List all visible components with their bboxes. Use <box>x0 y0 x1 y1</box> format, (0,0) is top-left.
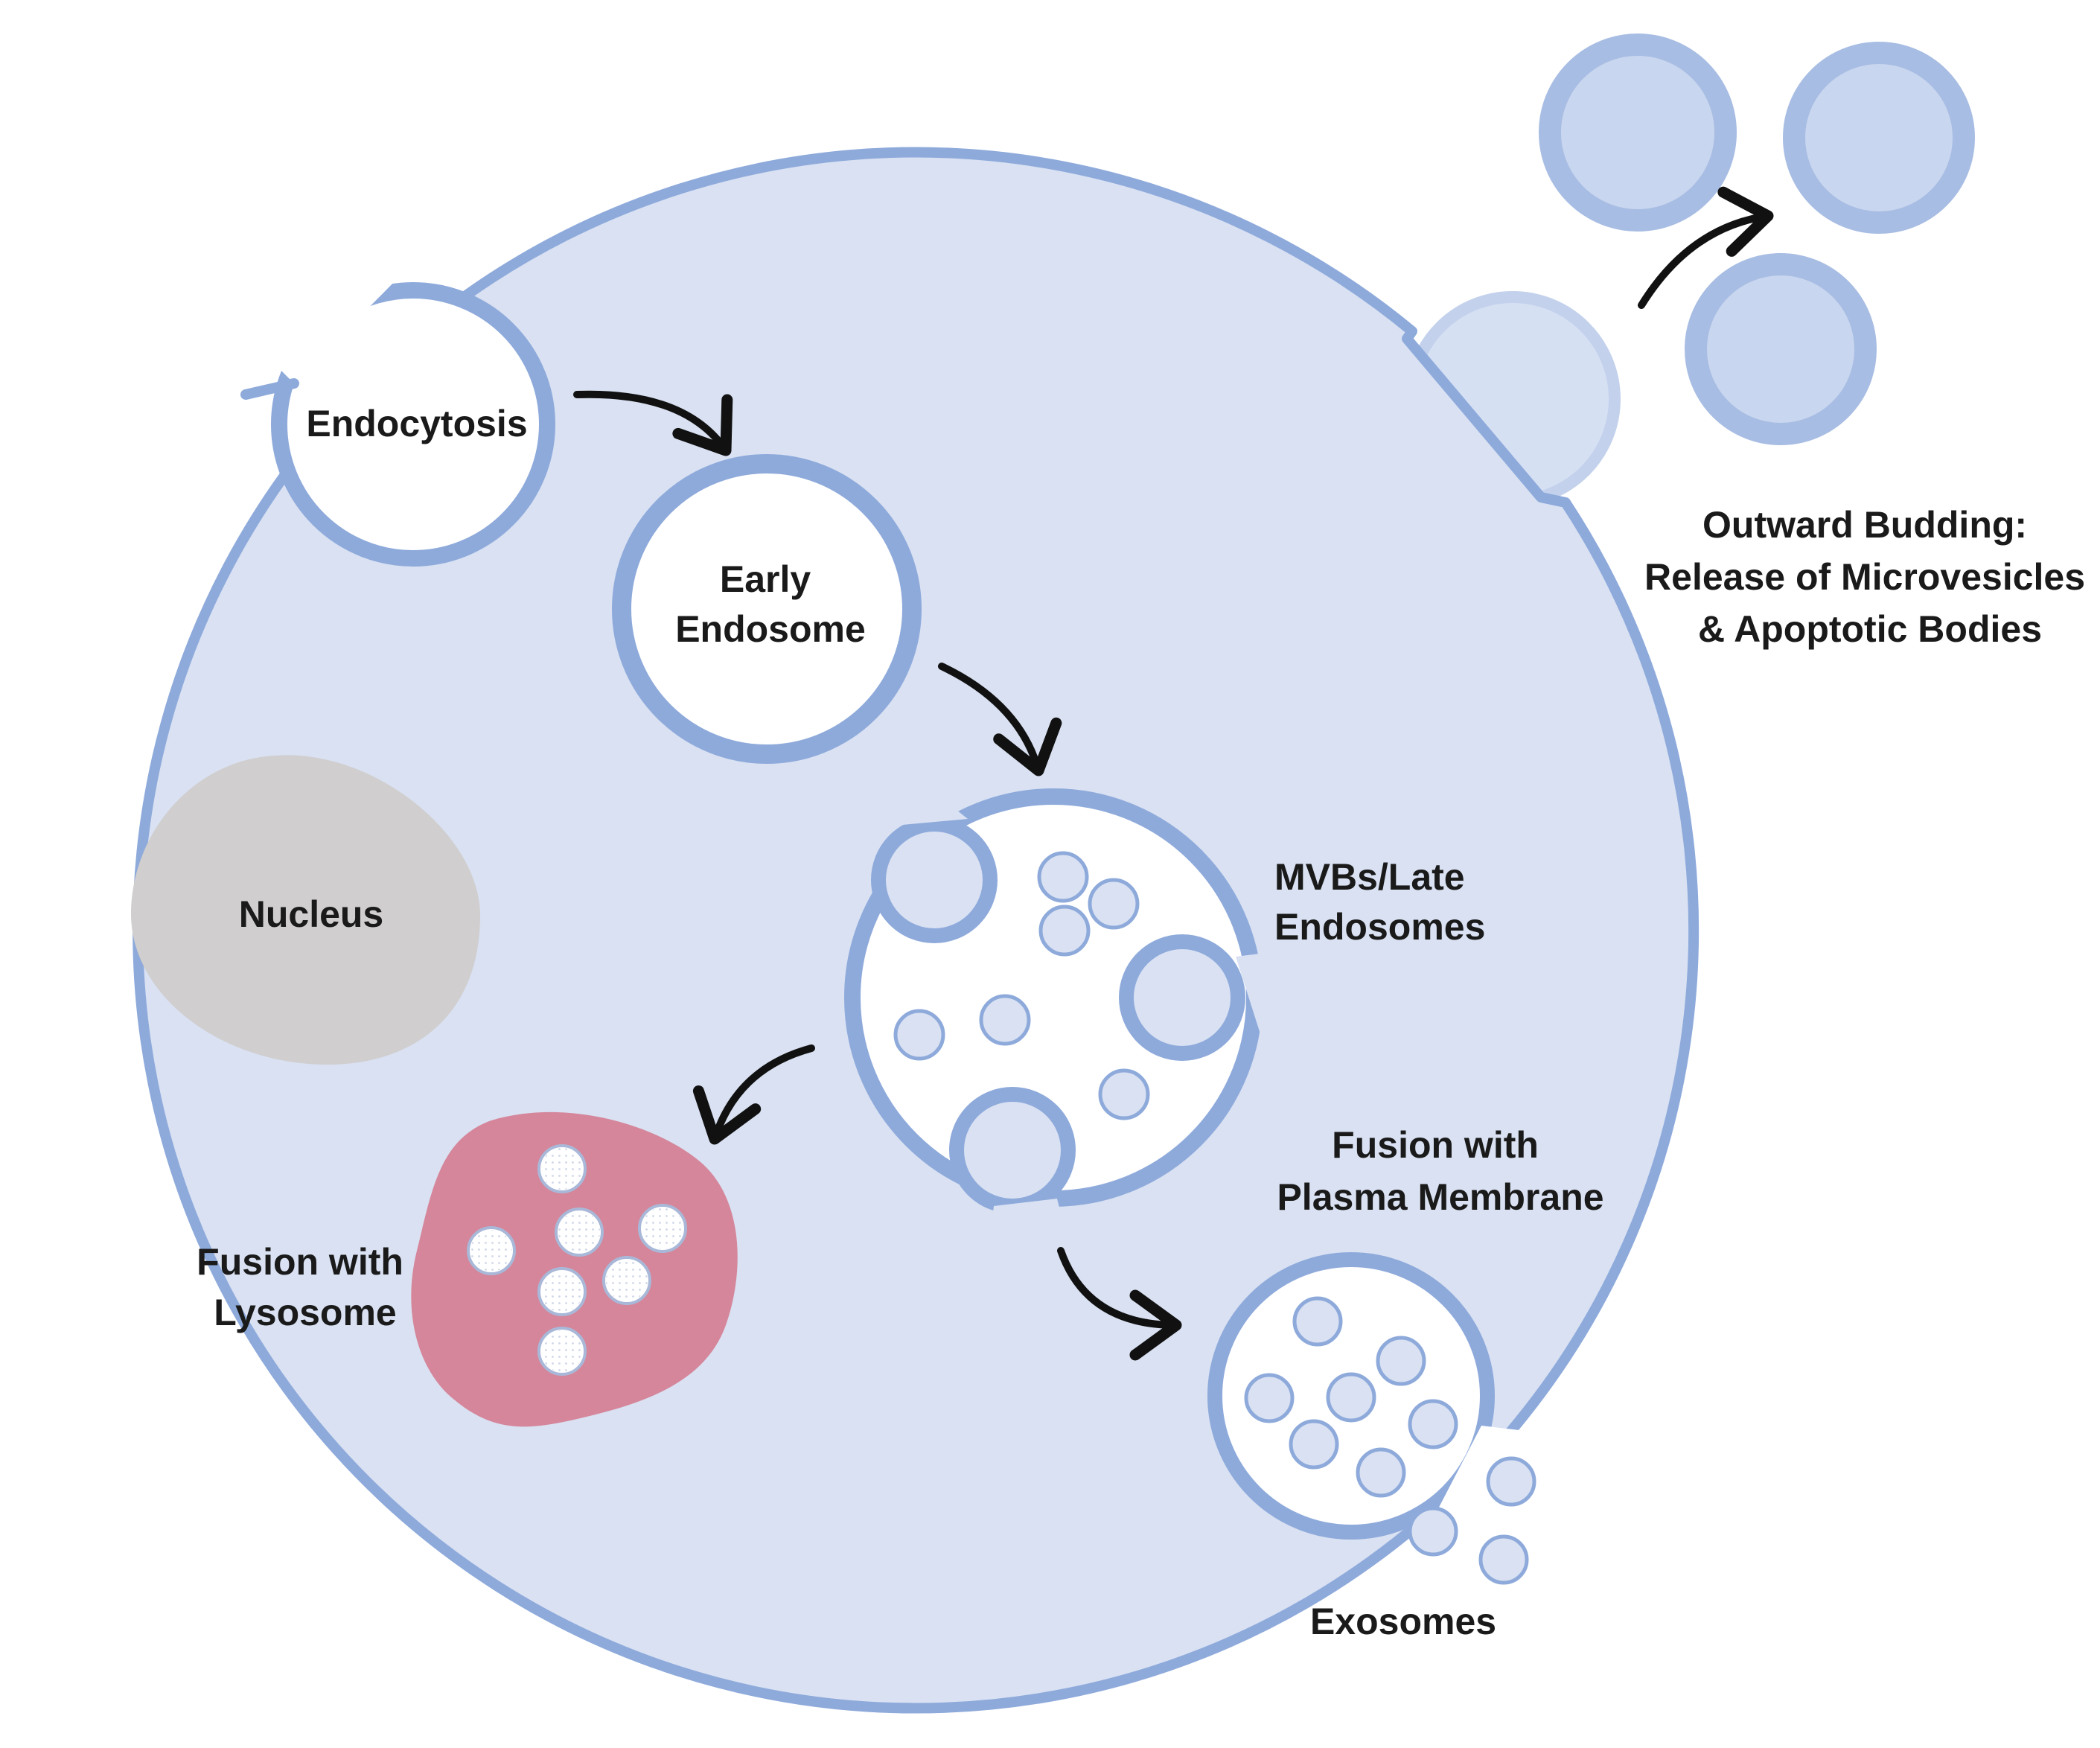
vesicle-texture <box>541 1271 583 1312</box>
mvb-label-line2: Endosomes <box>1274 906 1485 948</box>
intraluminal-vesicle <box>1037 851 1089 903</box>
early-endosome-label: Early Endosome <box>675 558 866 650</box>
intraluminal-vesicles <box>893 851 1150 1120</box>
exosome <box>1356 1447 1406 1498</box>
outward-budding-label-line1: Outward Budding: <box>1702 504 2027 546</box>
early-endosome-label-line2: Endosome <box>675 608 866 650</box>
vesicle-texture <box>558 1211 600 1253</box>
plasma-membrane-fusion <box>1207 1252 1638 1585</box>
mvb-invagination <box>871 817 998 943</box>
lysosome-body <box>411 1111 738 1427</box>
arrow-outward-budding <box>1638 186 1774 309</box>
intraluminal-vesicle <box>893 1009 945 1061</box>
mvb-invagination-gap <box>864 789 968 826</box>
fusion-opening <box>1433 1426 1638 1578</box>
intraluminal-vesicle <box>1098 1068 1150 1120</box>
lysosome-label: Fusion with Lysosome <box>197 1241 414 1333</box>
exosome-vesicles <box>1244 1296 1536 1585</box>
exosome <box>1408 1399 1458 1449</box>
microvesicle <box>1685 253 1877 445</box>
mvb-invagination <box>949 1087 1076 1213</box>
early-endosome-label-line1: Early <box>720 558 811 600</box>
exosome <box>1289 1419 1339 1470</box>
exosomes-label: Exosomes <box>1310 1601 1496 1642</box>
endocytosis-label: Endocytosis <box>306 403 527 444</box>
microvesicle <box>1783 42 1975 234</box>
diagram-labels: Endocytosis Early Endosome Nucleus MVBs/… <box>197 403 2096 1642</box>
intraluminal-vesicle <box>1088 878 1140 930</box>
nucleus <box>130 755 480 1065</box>
exosome <box>1408 1506 1458 1557</box>
microvesicle <box>1539 34 1737 232</box>
mvb-label: MVBs/Late Endosomes <box>1274 856 1485 948</box>
exosome <box>1292 1296 1343 1347</box>
endocytosis-opening <box>223 223 402 383</box>
vesicle-texture <box>642 1208 683 1249</box>
mvb-invagination-gap <box>1236 953 1280 1039</box>
outward-budding-label-line3: & Apoptotic Bodies <box>1698 608 2042 650</box>
pathway-arrows <box>573 186 1774 1361</box>
vesicle-texture <box>541 1148 583 1190</box>
early-endosome <box>612 454 922 764</box>
mvb-label-line1: MVBs/Late <box>1274 856 1465 898</box>
lysosome <box>411 1111 738 1427</box>
exosome <box>1486 1456 1536 1507</box>
outward-budding-label-line2: Release of Microvesicles <box>1644 556 2085 598</box>
mvb-invagination <box>1119 934 1245 1061</box>
lysosome-label-line2: Lysosome <box>214 1292 396 1333</box>
endocytosis-lip <box>240 378 299 400</box>
arrow-mvb-to-plasma-membrane <box>1057 1247 1182 1361</box>
released-microvesicles <box>1539 34 1975 445</box>
multivesicular-body <box>844 788 1280 1236</box>
plasma-fusion-label-line2: Plasma Membrane <box>1277 1176 1603 1218</box>
intraluminal-vesicle <box>1038 905 1091 957</box>
arrow-endocytosis-to-early-endosome <box>573 390 733 456</box>
exosome <box>1478 1534 1529 1585</box>
exosome <box>1326 1372 1376 1423</box>
arrow-mvb-to-lysosome <box>692 1044 815 1145</box>
vesicle-texture <box>606 1260 648 1301</box>
vesicle-texture <box>470 1230 512 1272</box>
outward-budding-label: Outward Budding: Release of Microvesicle… <box>1644 504 2096 650</box>
plasma-fusion-label-line1: Fusion with <box>1332 1124 1539 1166</box>
exosome <box>1244 1373 1295 1423</box>
plasma-fusion-label: Fusion with Plasma Membrane <box>1277 1124 1603 1218</box>
endocytosis-vesicle <box>271 282 555 567</box>
exosome <box>1376 1336 1426 1386</box>
arrow-early-to-late-endosome <box>938 663 1062 776</box>
mvb-invagination-gap <box>990 1199 1065 1236</box>
nucleus-label: Nucleus <box>239 893 384 935</box>
intraluminal-vesicle <box>979 994 1031 1046</box>
vesicle-texture <box>541 1330 583 1372</box>
lysosome-label-line1: Fusion with <box>197 1241 403 1283</box>
